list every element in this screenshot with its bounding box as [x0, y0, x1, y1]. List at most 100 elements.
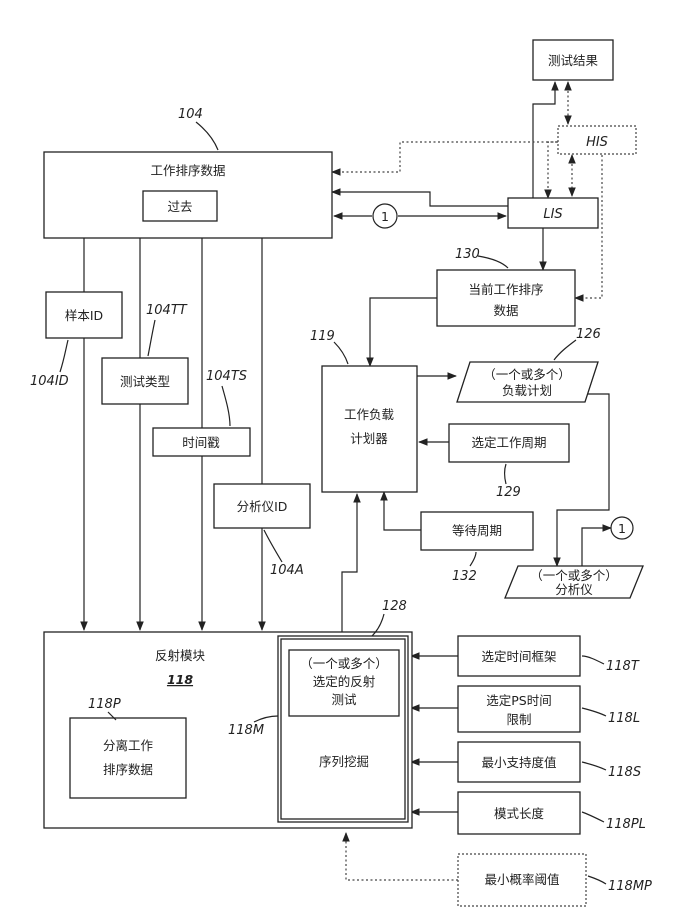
ref-104id-leader — [60, 340, 68, 372]
ref-128: 128 — [382, 599, 407, 614]
connector-1-top: 1 — [373, 204, 397, 228]
svg-text:排序数据: 排序数据 — [103, 762, 153, 777]
analyzer-id-block: 分析仪ID — [214, 484, 310, 528]
svg-text:（一个或多个）: （一个或多个） — [530, 568, 618, 583]
ref-118s: 118S — [608, 765, 641, 780]
min-support-block: 最小支持度值 — [458, 742, 580, 782]
min-probability-block: 最小概率阈值 — [458, 854, 586, 906]
svg-text:选定的反射: 选定的反射 — [313, 674, 376, 689]
svg-text:测试类型: 测试类型 — [120, 374, 170, 389]
his-to-lis-arrow — [548, 142, 558, 198]
svg-text:数据: 数据 — [493, 303, 518, 318]
analyzers-to-connector-arrow — [582, 528, 611, 566]
svg-text:负载计划: 负载计划 — [502, 383, 552, 398]
lis-block: LIS — [508, 198, 598, 228]
svg-text:过去: 过去 — [167, 199, 192, 214]
svg-text:分析仪: 分析仪 — [555, 582, 593, 597]
ref-104a-leader — [264, 530, 282, 562]
ref-104a: 104A — [270, 563, 304, 578]
ref-126-leader — [554, 340, 576, 360]
selected-work-period-block: 选定工作周期 — [449, 424, 569, 462]
wait-period-block: 等待周期 — [421, 512, 533, 550]
ref-104tt-leader — [148, 320, 155, 356]
ref-130-leader — [478, 256, 508, 268]
reflex-module-number: 118 — [167, 672, 193, 687]
ref-118pl: 118PL — [606, 817, 646, 832]
ref-118t: 118T — [606, 659, 640, 674]
ref-104ts-leader — [222, 386, 230, 426]
svg-text:工作排序数据: 工作排序数据 — [150, 163, 225, 178]
selected-ps-time-limit-block: 选定PS时间 限制 — [458, 686, 580, 732]
ref-104id: 104ID — [30, 374, 69, 389]
svg-text:LIS: LIS — [543, 207, 562, 222]
svg-text:反射模块: 反射模块 — [155, 648, 206, 663]
lis-to-work-order-arrow — [332, 192, 508, 206]
ref-118t-leader — [582, 656, 604, 664]
separated-work-order-block — [70, 718, 186, 798]
work-order-data-block: 工作排序数据 过去 — [44, 152, 332, 238]
ref-132: 132 — [452, 569, 477, 584]
plan-to-analyzers-arrow — [557, 394, 609, 566]
svg-text:计划器: 计划器 — [350, 431, 388, 446]
pattern-length-block: 模式长度 — [458, 792, 580, 834]
ref-118p: 118P — [88, 697, 121, 712]
svg-text:（一个或多个）: （一个或多个） — [300, 656, 388, 671]
svg-text:当前工作排序: 当前工作排序 — [468, 282, 543, 297]
test-results-block: 测试结果 — [533, 40, 613, 80]
svg-text:测试: 测试 — [331, 692, 357, 707]
ref-118mp: 118MP — [608, 879, 652, 894]
his-to-work-order-arrow — [332, 142, 557, 172]
selected-time-frame-block: 选定时间框架 — [458, 636, 580, 676]
ref-118pl-leader — [582, 812, 604, 822]
analyzers-block: （一个或多个） 分析仪 — [505, 566, 643, 598]
svg-text:分离工作: 分离工作 — [103, 738, 154, 753]
svg-text:最小概率阈值: 最小概率阈值 — [484, 872, 559, 887]
svg-text:等待周期: 等待周期 — [452, 523, 502, 538]
svg-text:1: 1 — [618, 521, 626, 536]
svg-text:序列挖掘: 序列挖掘 — [319, 754, 369, 769]
svg-text:模式长度: 模式长度 — [494, 806, 545, 821]
test-type-block: 测试类型 — [102, 358, 188, 404]
ref-119: 119 — [310, 329, 335, 344]
svg-text:分析仪ID: 分析仪ID — [237, 499, 288, 514]
svg-text:最小支持度值: 最小支持度值 — [481, 755, 556, 770]
svg-text:时间戳: 时间戳 — [182, 435, 220, 450]
his-block: HIS — [558, 126, 636, 154]
ref-126: 126 — [576, 327, 601, 342]
svg-text:HIS: HIS — [586, 135, 608, 150]
sample-id-block: 样本ID — [46, 292, 122, 338]
wait-period-to-planner-arrow — [384, 492, 421, 530]
ref-118mp-leader — [588, 876, 606, 884]
ref-118s-leader — [582, 762, 606, 770]
svg-text:样本ID: 样本ID — [65, 308, 103, 323]
timestamp-block: 时间戳 — [153, 428, 250, 456]
svg-text:限制: 限制 — [506, 712, 531, 727]
current-work-order-block: 当前工作排序 数据 — [437, 270, 575, 326]
lis-to-test-results-arrow — [533, 82, 555, 198]
ref-118l: 118L — [608, 711, 640, 726]
min-probability-arrow — [346, 833, 458, 880]
ref-129: 129 — [496, 485, 521, 500]
ref-132-leader — [470, 552, 476, 566]
svg-text:测试结果: 测试结果 — [548, 53, 599, 68]
workload-planner-block: 工作负载 计划器 — [322, 366, 417, 492]
workload-plan-block: （一个或多个） 负载计划 — [457, 362, 598, 402]
ref-104ts: 104TS — [206, 369, 247, 384]
ref-118l-leader — [582, 708, 606, 716]
reflex-to-planner-arrow — [342, 494, 357, 632]
ref-104tt: 104TT — [146, 303, 188, 318]
ref-104-leader — [196, 122, 218, 150]
svg-text:选定PS时间: 选定PS时间 — [486, 693, 551, 708]
connector-1-right: 1 — [611, 517, 633, 539]
ref-119-leader — [334, 342, 348, 364]
svg-text:工作负载: 工作负载 — [344, 407, 395, 422]
current-work-order-to-planner-arrow — [370, 298, 437, 366]
svg-text:选定时间框架: 选定时间框架 — [481, 649, 556, 664]
ref-129-leader — [505, 464, 507, 484]
ref-118m: 118M — [228, 723, 264, 738]
ref-130: 130 — [455, 247, 480, 262]
ref-104: 104 — [178, 107, 203, 122]
svg-text:选定工作周期: 选定工作周期 — [471, 435, 546, 450]
svg-text:（一个或多个）: （一个或多个） — [483, 367, 571, 382]
